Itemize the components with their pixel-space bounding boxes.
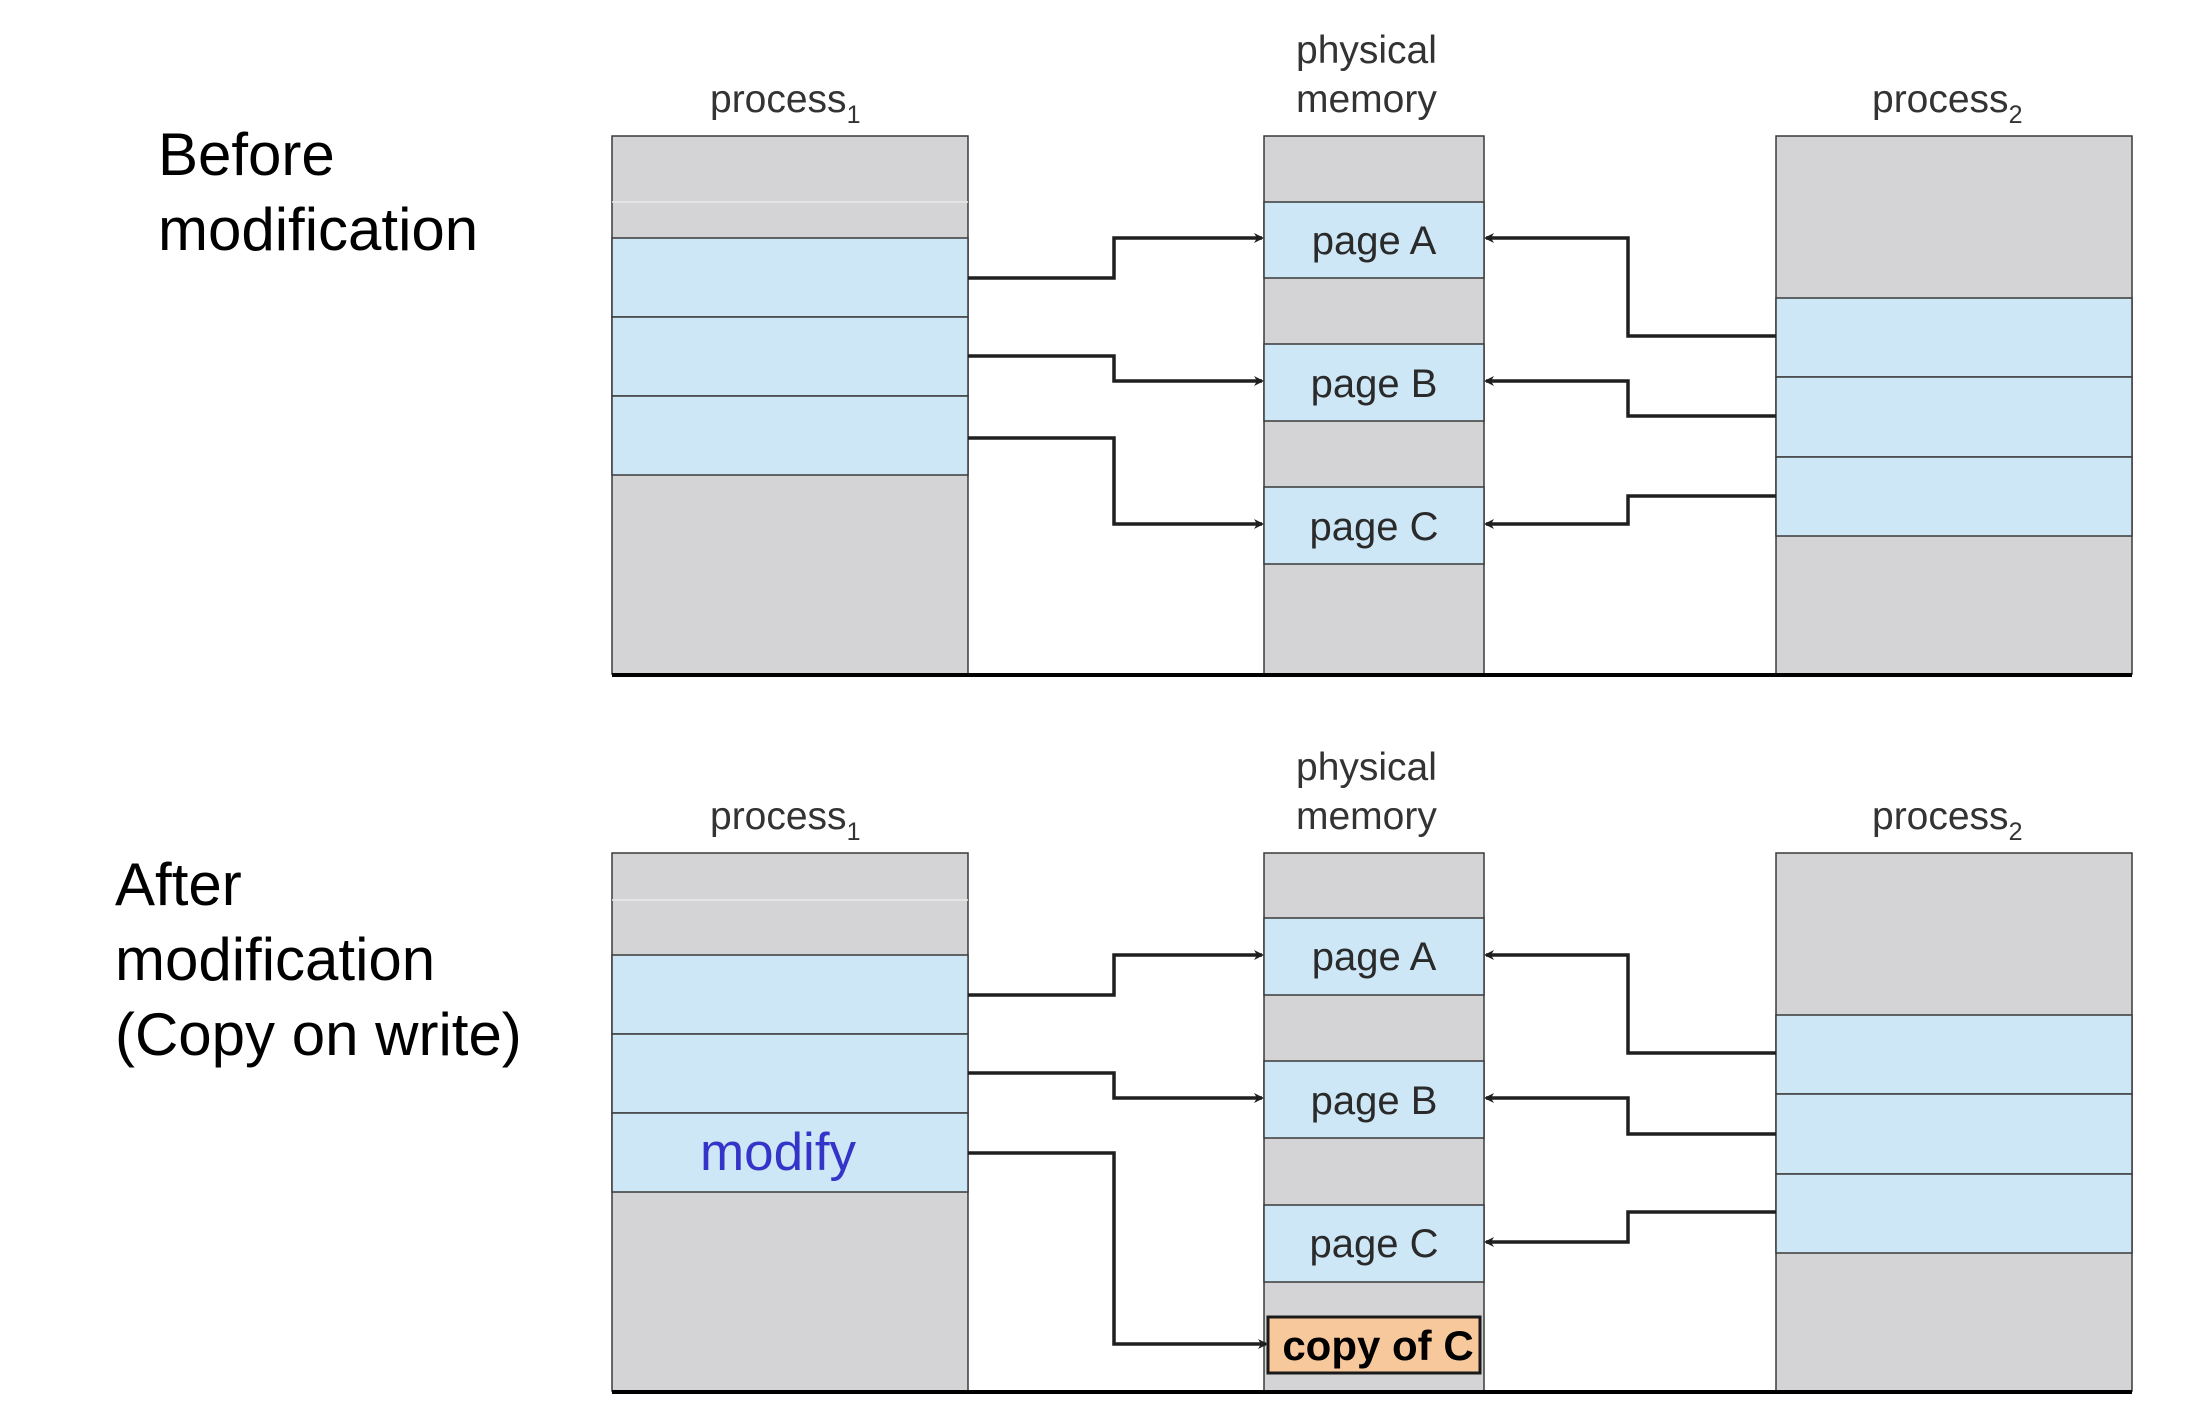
after-page-a-label: page A [1312, 935, 1437, 979]
before-arrow-p2-to-page-a [1484, 233, 1776, 338]
before-arrow-p1-to-page-b [968, 354, 1264, 386]
before-process2-page-c-slot [1775, 456, 2133, 537]
before-process1-page-c-slot [611, 395, 969, 476]
before-process2-block [1775, 135, 2133, 675]
after-memory-page-b [1263, 1060, 1485, 1139]
before-title-line-1: Before [158, 121, 335, 188]
modify-label: modify [700, 1123, 857, 1182]
before-panel: Before modification process1 physical me… [158, 29, 2133, 677]
after-process1-block: modify [611, 852, 969, 1392]
before-arrow-p2-to-page-c [1484, 494, 1776, 529]
after-arrow-p1-to-copy-of-c [968, 1151, 1268, 1349]
before-process1-page-b-slot [611, 316, 969, 397]
before-process2-page-a-slot [1775, 297, 2133, 378]
after-arrow-p1-to-page-a [968, 950, 1264, 997]
before-memory-page-a [1263, 201, 1485, 279]
before-memory-block: page A page B page C [1263, 135, 1485, 675]
after-title-line-2: modification [115, 926, 435, 993]
before-page-a-label: page A [1312, 219, 1437, 263]
after-title-line-3: (Copy on write) [115, 1001, 522, 1068]
before-arrow-p2-to-page-b [1484, 376, 1776, 418]
before-process1-block [611, 135, 969, 675]
after-process2-label: process2 [1872, 795, 2022, 846]
after-page-c-label: page C [1310, 1222, 1439, 1266]
before-memory-label-line-1: physical [1296, 29, 1437, 72]
before-process1-label: process1 [710, 78, 860, 129]
copy-of-c-page [1266, 1315, 1482, 1375]
after-memory-block: page A page B page C copy of C [1263, 852, 1485, 1392]
copy-of-c-label: copy of C [1282, 1322, 1473, 1369]
after-process2-page-a-slot [1775, 1014, 2133, 1095]
before-arrow-p1-to-page-c [968, 436, 1264, 529]
after-arrow-p2-to-page-a [1484, 950, 1776, 1055]
before-title-line-2: modification [158, 196, 478, 263]
before-process2-page-b-slot [1775, 376, 2133, 458]
after-process1-page-a-slot [611, 954, 969, 1035]
after-memory-page-a [1263, 917, 1485, 996]
after-process1-modified-slot [611, 1112, 969, 1193]
after-memory-label-line-2: memory [1296, 795, 1437, 838]
after-process2-block [1775, 852, 2133, 1392]
before-process1-page-a-slot [611, 237, 969, 318]
after-process2-page-b-slot [1775, 1093, 2133, 1175]
after-page-b-label: page B [1311, 1079, 1438, 1123]
after-title-line-1: After [115, 851, 242, 918]
after-panel: After modification (Copy on write) proce… [115, 746, 2133, 1394]
after-arrow-p2-to-page-c [1484, 1210, 1776, 1247]
after-process2-page-c-slot [1775, 1173, 2133, 1254]
after-arrow-p2-to-page-b [1484, 1093, 1776, 1136]
after-process1-label: process1 [710, 795, 860, 846]
after-process1-page-b-slot [611, 1033, 969, 1114]
before-page-b-label: page B [1311, 362, 1438, 406]
after-arrow-p1-to-page-b [968, 1071, 1264, 1103]
after-memory-page-c [1263, 1204, 1485, 1283]
before-memory-label-line-2: memory [1296, 78, 1437, 121]
after-memory-label-line-1: physical [1296, 746, 1437, 789]
before-arrow-p1-to-page-a [968, 233, 1264, 280]
before-page-c-label: page C [1310, 505, 1439, 549]
before-process2-label: process2 [1872, 78, 2022, 129]
